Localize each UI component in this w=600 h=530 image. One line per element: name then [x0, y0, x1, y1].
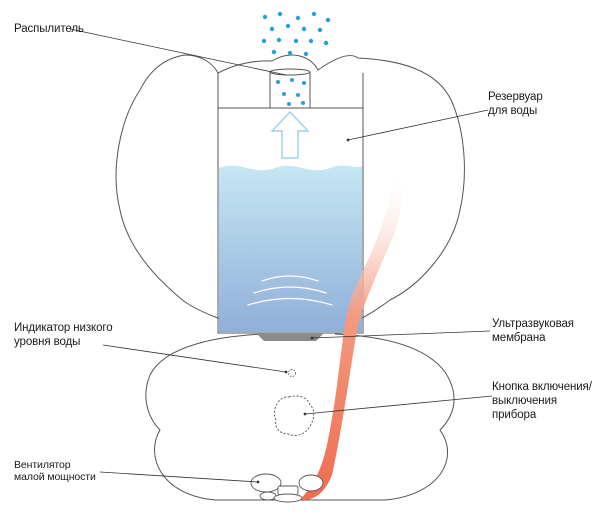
mist-dot [285, 23, 291, 29]
label-power-line1: Кнопка включения/ [492, 381, 592, 393]
label-power-button: Кнопка включения/ выключения прибора [492, 380, 592, 422]
mist-dot [276, 37, 282, 43]
label-fan-line2: малой мощности [14, 471, 96, 483]
upper-body-outline [115, 54, 465, 331]
fan-icon [250, 473, 324, 503]
label-reservoir-line2: для воды [488, 105, 538, 117]
label-fan: Вентилятор малой мощности [14, 459, 96, 483]
leader-lines [69, 28, 493, 484]
label-membrane-line2: мембрана [492, 332, 546, 344]
label-reservoir-line1: Резервуар [488, 91, 543, 103]
base-outline [145, 333, 455, 501]
mist-dot [323, 40, 329, 46]
mist-dot [269, 26, 275, 32]
mist-dot [261, 38, 267, 44]
mist-dot [295, 15, 301, 21]
up-arrow [270, 110, 310, 159]
mist-dot [287, 50, 293, 56]
label-power-line2: выключения [492, 395, 558, 407]
mist-dot [296, 93, 300, 97]
nozzle-top [269, 68, 311, 76]
mist-dot [325, 17, 331, 23]
mist-dot [293, 38, 299, 44]
mist-dots [261, 11, 331, 57]
label-low-water-line2: уровня воды [14, 336, 81, 348]
mist-dot [302, 81, 306, 85]
mist-dot [276, 80, 280, 84]
mist-dot [287, 102, 291, 106]
low-water-indicator-icon [288, 369, 296, 377]
label-sprayer-text: Распылитель [14, 23, 84, 35]
label-membrane: Ультразвуковая мембрана [492, 317, 574, 345]
power-button-icon[interactable] [273, 395, 315, 437]
mist-dot [311, 11, 317, 17]
label-reservoir: Резервуар для воды [488, 90, 543, 118]
air-stream [300, 165, 402, 500]
mist-dot [303, 51, 309, 57]
label-membrane-line1: Ультразвуковая [492, 318, 574, 330]
mist-dot [277, 11, 283, 17]
mist-dot [301, 101, 305, 105]
ultrasonic-membrane [256, 333, 324, 341]
mist-dot [282, 92, 286, 96]
label-low-water-line1: Индикатор низкого [14, 322, 113, 334]
mist-dot [317, 27, 323, 33]
label-power-line3: прибора [492, 409, 537, 421]
label-low-water-indicator: Индикатор низкого уровня воды [14, 321, 113, 349]
mist-dot [262, 14, 268, 20]
water [219, 165, 362, 332]
label-sprayer: Распылитель [14, 22, 84, 36]
label-fan-line1: Вентилятор [14, 459, 71, 471]
mist-dot [301, 26, 307, 32]
ultrasonic-waves [247, 275, 333, 306]
mist-dots-nozzle [276, 78, 306, 106]
mist-dot [271, 49, 277, 55]
mist-dot [308, 38, 314, 44]
mist-dot [290, 78, 294, 82]
